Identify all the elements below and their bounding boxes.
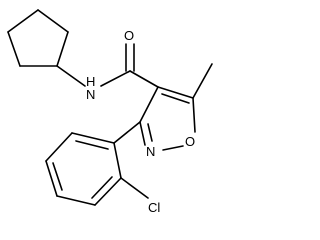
bond xyxy=(162,145,184,151)
bond xyxy=(52,162,63,191)
bond xyxy=(45,132,73,162)
bond xyxy=(113,121,141,144)
bond xyxy=(147,123,153,142)
bond xyxy=(37,9,69,33)
chlorophenyl-ring xyxy=(45,132,122,206)
structure-canvas: O H N O N Cl xyxy=(7,9,213,215)
bond xyxy=(192,63,213,99)
ring-nitrogen-label: N xyxy=(146,144,155,159)
bond xyxy=(94,177,122,206)
bond xyxy=(129,70,159,88)
bond xyxy=(161,93,190,104)
amide-nitrogen-label: N xyxy=(86,87,95,102)
molecule-structure: O H N O N Cl xyxy=(7,9,213,215)
bond xyxy=(56,65,86,87)
bond xyxy=(120,177,149,199)
isoxazole-ring xyxy=(139,86,196,151)
bond xyxy=(7,31,21,67)
carbonyl-oxygen-label: O xyxy=(124,28,134,43)
bond xyxy=(56,195,96,206)
bond xyxy=(113,142,122,179)
bond xyxy=(7,9,39,33)
ring-oxygen-label: O xyxy=(185,134,195,149)
chlorine-label: Cl xyxy=(148,200,160,215)
bond xyxy=(75,140,109,150)
bond xyxy=(192,97,196,133)
bond xyxy=(157,86,194,99)
cyclopentyl-ring xyxy=(7,9,69,67)
bond xyxy=(45,160,58,197)
bond xyxy=(139,86,159,123)
bond xyxy=(71,132,115,144)
bond xyxy=(56,31,69,67)
bond xyxy=(91,176,113,199)
amide-hydrogen-label: H xyxy=(86,74,95,89)
bond xyxy=(100,70,131,87)
bond xyxy=(139,121,146,146)
